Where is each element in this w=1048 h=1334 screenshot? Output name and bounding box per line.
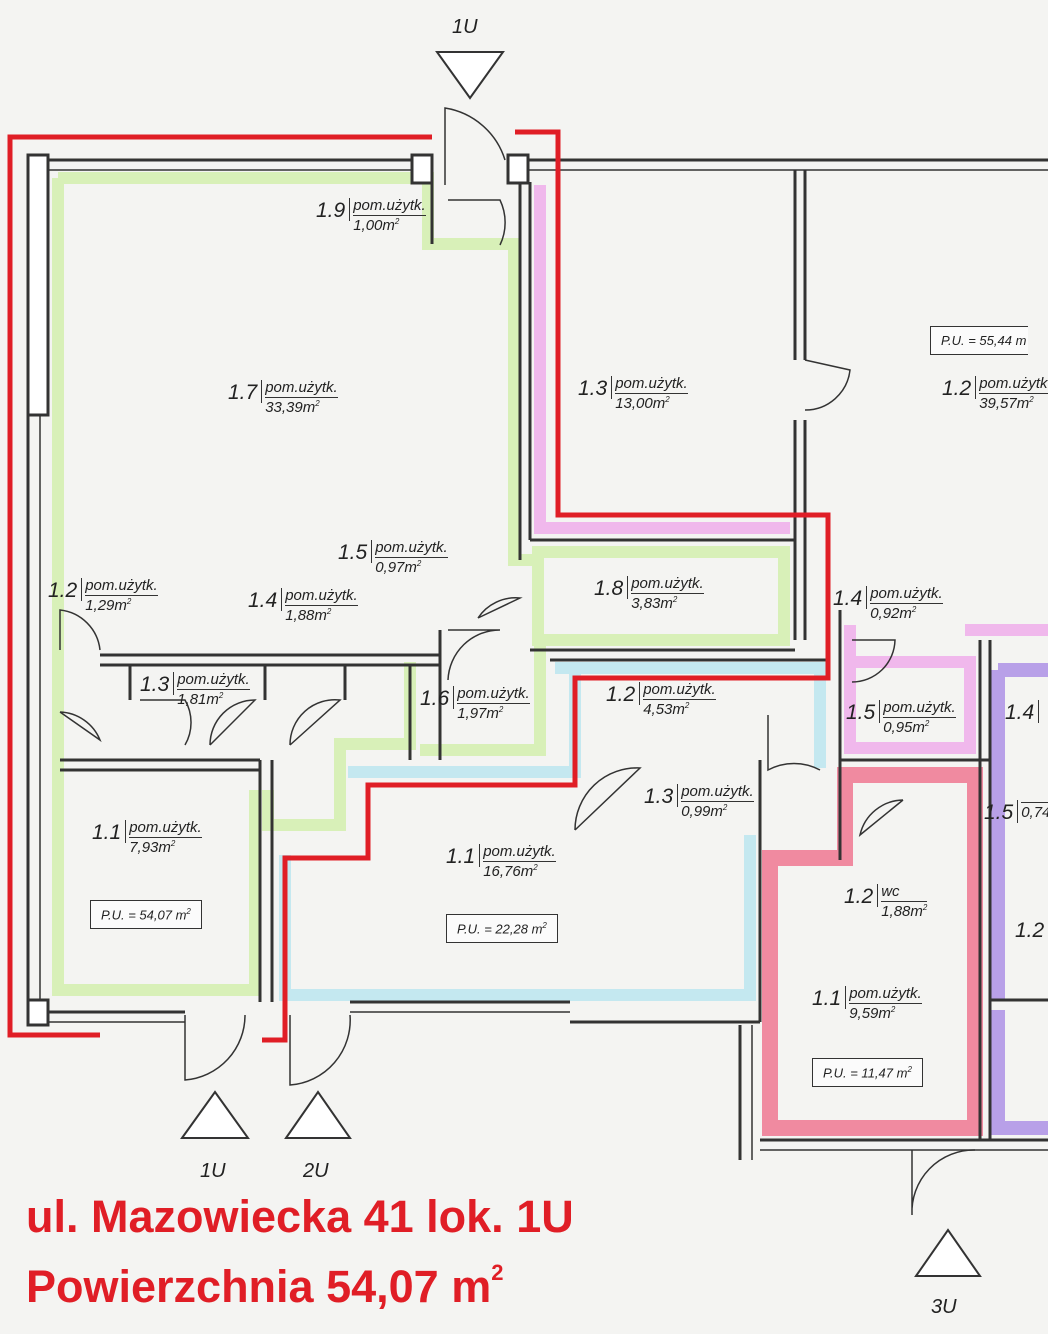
zone-pink (534, 185, 1048, 754)
room-label: 1.5 pom.użytk.0,97m2 (338, 539, 448, 576)
room-label: 1.4 pom.użytk.0,92m2 (833, 585, 943, 622)
room-label: 1.1 pom.użytk.16,76m2 (446, 843, 556, 880)
highlight-outline (7, 129, 831, 1043)
room-label: 1.1 pom.użytk.7,93m2 (92, 819, 202, 856)
usable-area-box: P.U. = 55,44 m (930, 326, 1029, 355)
zone-purple (991, 663, 1048, 1135)
arrow-down-icon (435, 51, 505, 100)
room-label: 1.2 (1015, 918, 1048, 941)
zone-green (52, 172, 790, 996)
entrance-label-top: 1U (452, 16, 478, 38)
room-label: 1.3 pom.użytk.1,81m2 (140, 671, 250, 708)
room-label: 1.2 pom.użytk.4,53m2 (606, 681, 716, 718)
usable-area-box: P.U. = 54,07 m2 (90, 900, 202, 930)
room-label: 1.3 pom.użytk.13,00m2 (578, 375, 688, 412)
arrow-up-icon (914, 1228, 982, 1277)
zone-red (762, 767, 983, 1136)
room-label: 1.5 0,74 (984, 800, 1048, 823)
entrance-label-bottom-mid: 2U (303, 1160, 329, 1182)
area-caption: Powierzchnia 54,07 m2 (26, 1260, 504, 1312)
walls (26, 153, 1048, 1160)
room-label: 1.3 pom.użytk.0,99m2 (644, 783, 754, 820)
room-label: 1.5 pom.użytk.0,95m2 (846, 699, 956, 736)
room-label: 1.2 pom.użytk.1,29m2 (48, 577, 158, 614)
room-label: 1.4 (1005, 700, 1040, 723)
usable-area-box: P.U. = 22,28 m2 (446, 914, 558, 944)
room-label: 1.4 pom.użytk.1,88m2 (248, 587, 358, 624)
arrow-up-icon (284, 1090, 352, 1139)
usable-area-box: P.U. = 11,47 m2 (812, 1058, 923, 1088)
room-label: 1.8 pom.użytk.3,83m2 (594, 575, 704, 612)
room-label: 1.9 pom.użytk.1,00m2 (316, 197, 426, 234)
room-label: 1.7 pom.użytk.33,39m2 (228, 379, 338, 416)
room-label: 1.6 pom.użytk.1,97m2 (420, 685, 530, 722)
arrow-up-icon (180, 1090, 250, 1139)
address-caption: ul. Mazowiecka 41 lok. 1U (26, 1191, 574, 1242)
entrance-arrows (180, 51, 982, 1277)
room-label: 1.1 pom.użytk.9,59m2 (812, 985, 922, 1022)
zone-blue (279, 662, 826, 1001)
room-label: 1.2 pom.użytk.39,57m2 (942, 376, 1048, 411)
entrance-label-bottom-left: 1U (200, 1160, 226, 1182)
entrance-label-bottom-right: 3U (931, 1296, 957, 1318)
doors (59, 107, 976, 1216)
